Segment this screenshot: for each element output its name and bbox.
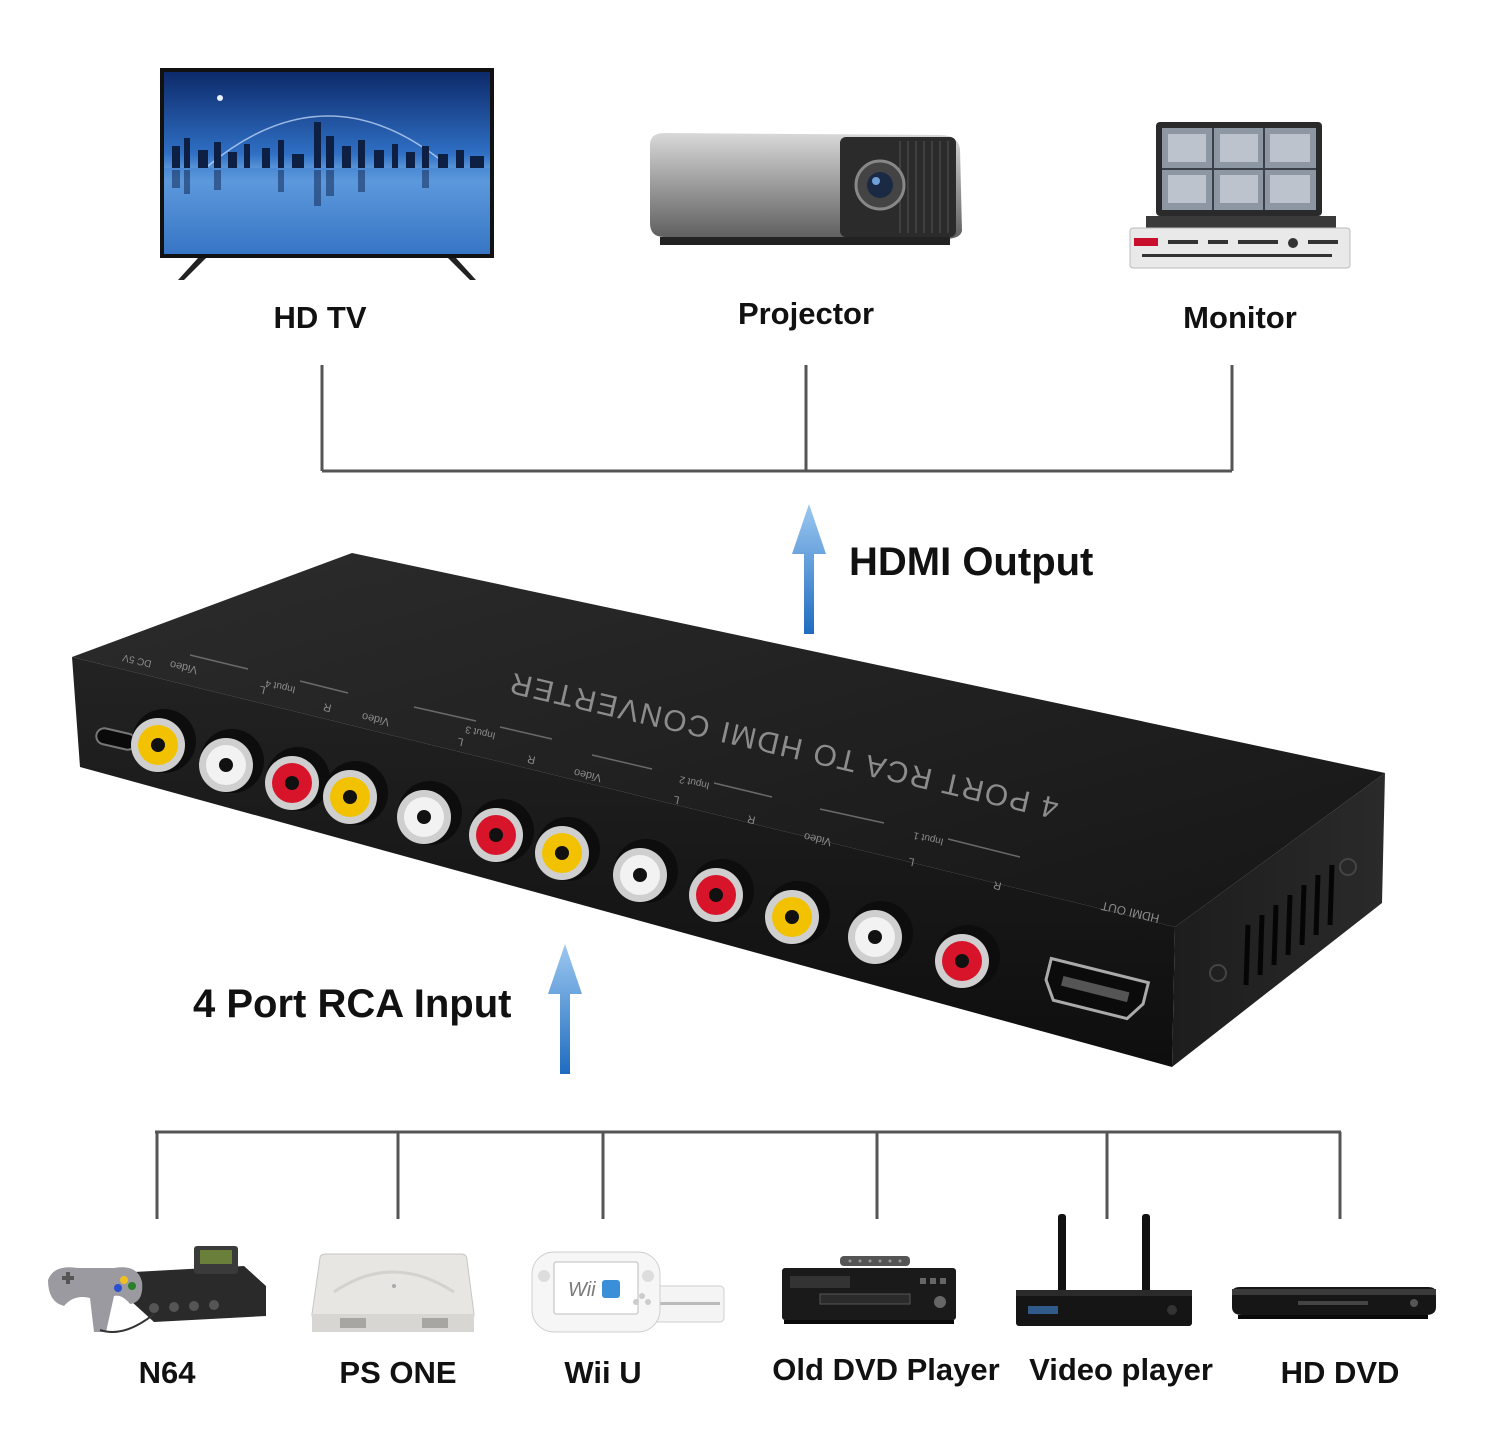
port-label-9: R xyxy=(746,812,756,825)
port-label-2: L xyxy=(258,683,267,696)
input-connector-lines xyxy=(155,1130,1342,1219)
old-dvd-player-label: Old DVD Player xyxy=(772,1352,1000,1387)
port-label-3: R xyxy=(322,700,332,713)
video-player-label: Video player xyxy=(1029,1352,1213,1387)
port-label-8: L xyxy=(672,793,681,806)
port-label-12: R xyxy=(992,878,1002,891)
rca-jack-12 xyxy=(935,925,1000,989)
rca-jack-10 xyxy=(765,881,830,945)
hd-dvd-image xyxy=(1228,1283,1440,1323)
rca-jack-2 xyxy=(199,729,264,793)
rca-jack-6 xyxy=(469,799,534,863)
hdmi-output-arrow xyxy=(792,504,826,634)
projector-label: Projector xyxy=(737,296,875,331)
port-label-11: L xyxy=(907,855,916,868)
rca-to-hdmi-converter: 4 PORT RCA TO HDMI CONVERTER DC 5V HDMI … xyxy=(72,553,1385,1067)
n64-image xyxy=(44,1242,269,1337)
ps-one-label: PS ONE xyxy=(339,1355,457,1390)
rca-input-arrow xyxy=(548,944,582,1074)
wii-u-label: Wii U xyxy=(564,1355,642,1390)
rca-jack-5 xyxy=(397,781,462,845)
port-label-6: R xyxy=(526,752,536,765)
svg-text:Wii: Wii xyxy=(568,1279,596,1301)
rca-jack-11 xyxy=(848,901,913,965)
monitor-image xyxy=(1128,120,1353,275)
monitor-label: Monitor xyxy=(1183,300,1297,335)
old-dvd-player-image xyxy=(780,1256,960,1326)
hd-tv-label: HD TV xyxy=(273,300,367,335)
projector-image xyxy=(640,125,970,255)
port-label-5: L xyxy=(456,735,465,748)
ps-one-image xyxy=(306,1252,481,1334)
n64-label: N64 xyxy=(138,1355,196,1390)
output-connector-lines xyxy=(320,365,1234,473)
rca-jack-4 xyxy=(323,761,388,825)
rca-input-label: 4 Port RCA Input xyxy=(193,982,512,1026)
wii-u-image: Wii xyxy=(530,1246,730,1338)
rca-jack-1 xyxy=(131,709,196,773)
rca-jack-8 xyxy=(613,839,678,903)
hd-tv-image xyxy=(158,66,498,286)
hdmi-output-label: HDMI Output xyxy=(849,540,1094,584)
rca-jack-3 xyxy=(265,747,330,811)
video-player-image xyxy=(1014,1212,1194,1330)
rca-jack-9 xyxy=(689,859,754,923)
hd-dvd-label: HD DVD xyxy=(1280,1355,1400,1390)
rca-jack-7 xyxy=(535,817,600,881)
